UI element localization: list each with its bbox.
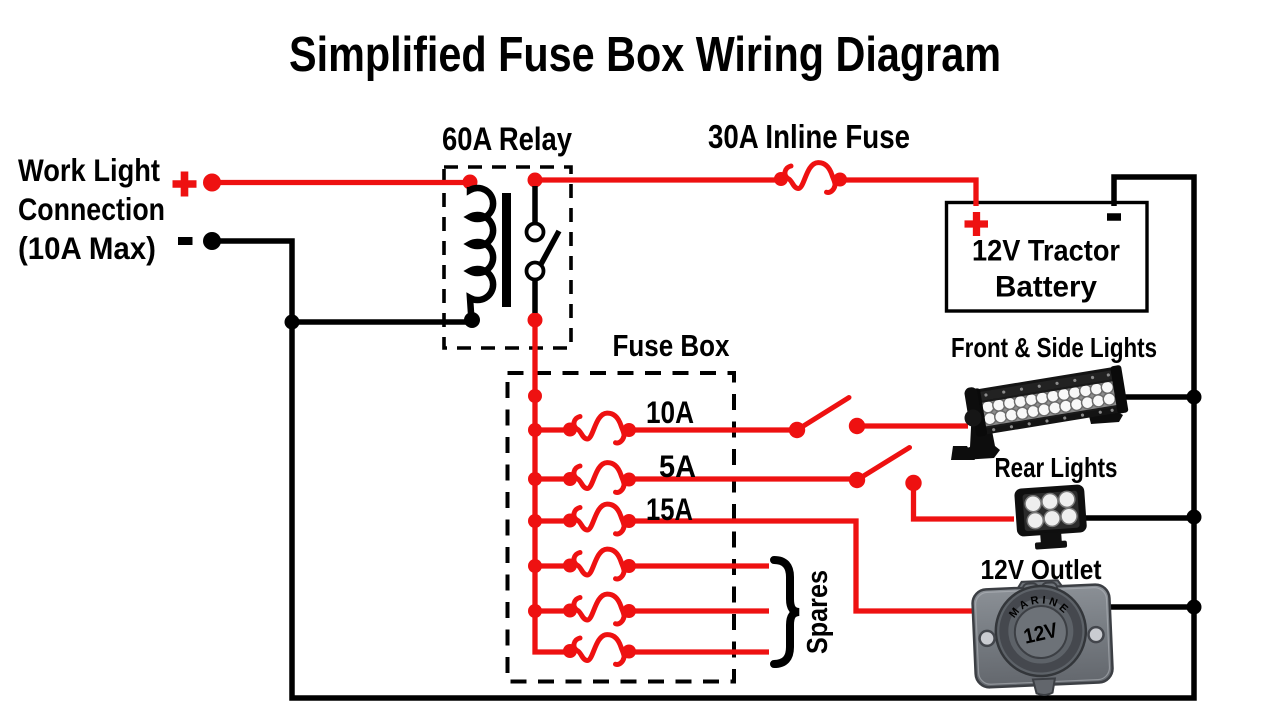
svg-text:Fuse Box: Fuse Box bbox=[613, 328, 731, 363]
svg-text:15A: 15A bbox=[646, 491, 693, 527]
svg-text:Front & Side Lights: Front & Side Lights bbox=[951, 332, 1157, 363]
svg-text:12V Tractor: 12V Tractor bbox=[972, 235, 1120, 268]
svg-text:30A Inline Fuse: 30A Inline Fuse bbox=[708, 118, 910, 155]
svg-text:Spares: Spares bbox=[802, 570, 834, 654]
svg-text:(10A Max): (10A Max) bbox=[18, 230, 156, 266]
svg-text:12V Outlet: 12V Outlet bbox=[981, 554, 1102, 585]
svg-text:Battery: Battery bbox=[995, 271, 1097, 304]
svg-text:Rear Lights: Rear Lights bbox=[995, 452, 1118, 483]
svg-text:Connection: Connection bbox=[18, 191, 165, 227]
svg-text:60A Relay: 60A Relay bbox=[442, 121, 572, 157]
svg-text:5A: 5A bbox=[659, 448, 696, 484]
svg-text:10A: 10A bbox=[646, 394, 694, 430]
svg-text:Work Light: Work Light bbox=[18, 152, 160, 188]
svg-text:Simplified Fuse Box Wiring Dia: Simplified Fuse Box Wiring Diagram bbox=[289, 28, 1001, 82]
